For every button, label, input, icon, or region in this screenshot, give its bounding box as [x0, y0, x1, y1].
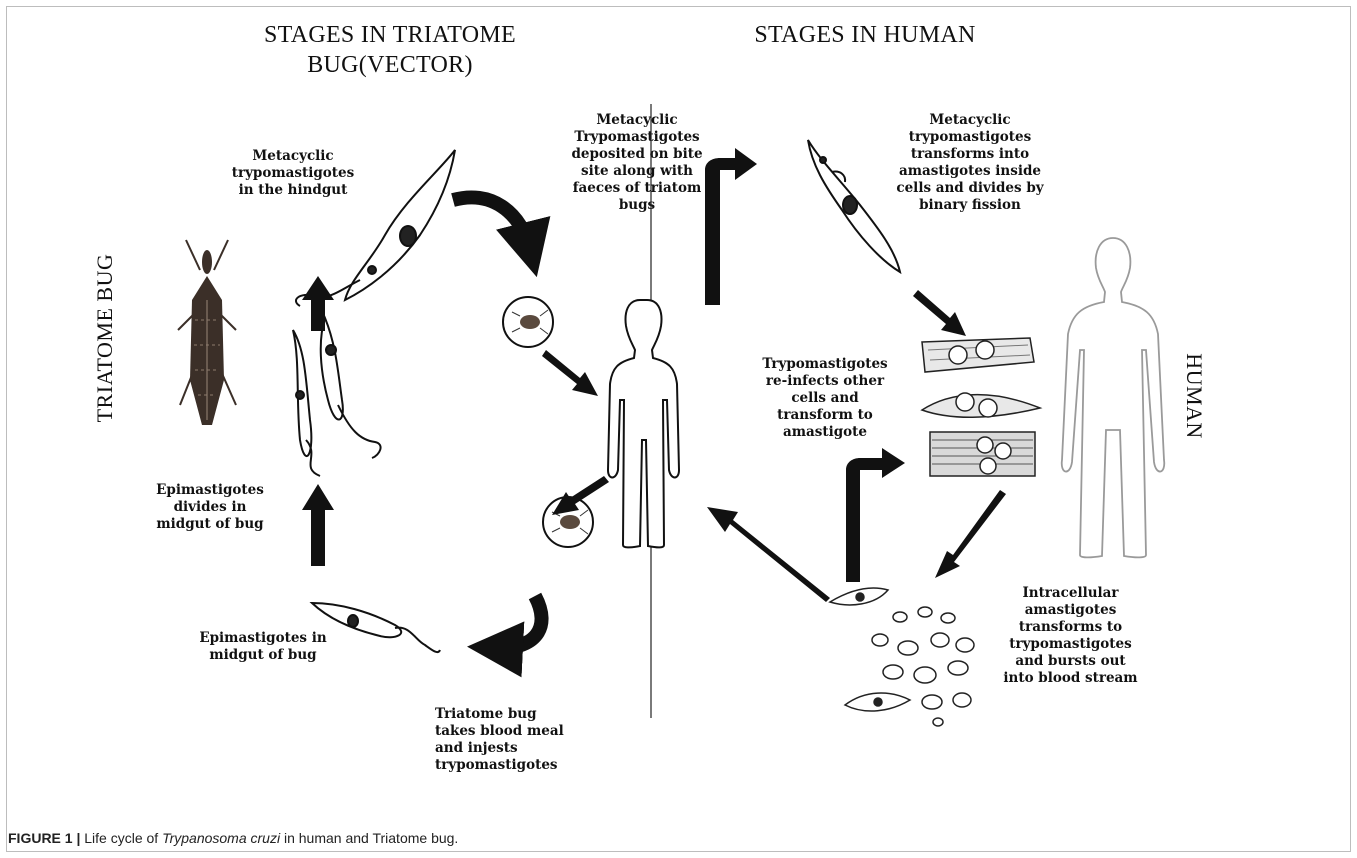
epimastigotes-dividing [293, 318, 381, 476]
triatome-bug-image [178, 240, 236, 425]
epimastigote-midgut [312, 603, 440, 652]
figure-caption: FIGURE 1 | Life cycle of Trypanosoma cru… [8, 830, 458, 846]
caption-text-after: in human and Triatome bug. [280, 830, 458, 846]
human-figure-center [608, 300, 679, 547]
bite-circle-top [503, 297, 553, 347]
human-figure-right [1062, 238, 1165, 557]
metacyclic-trypomastigote-human [808, 140, 900, 272]
curved-arrows [453, 197, 542, 648]
caption-species: Trypanosoma cruzi [162, 830, 280, 846]
infected-cells [922, 338, 1040, 476]
blood-stream-cells [830, 588, 974, 726]
caption-text-before: Life cycle of [80, 830, 162, 846]
caption-prefix: FIGURE 1 | [8, 830, 80, 846]
